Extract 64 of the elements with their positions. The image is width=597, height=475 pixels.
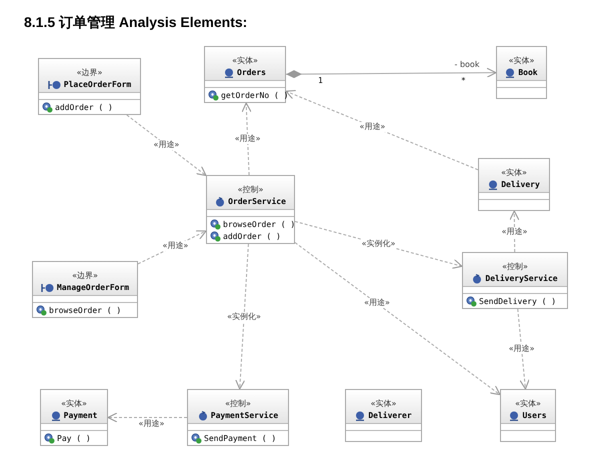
operation-label: Pay ( ) xyxy=(57,434,91,442)
edge-label: «用途» xyxy=(363,298,391,308)
class-box xyxy=(32,261,138,318)
heading: 8.1.5 订单管理 Analysis Elements: xyxy=(24,14,248,32)
dependency-arrow xyxy=(294,242,501,396)
operation-label: addOrder ( ) xyxy=(55,102,113,112)
class-box xyxy=(500,389,556,442)
class-name: PaymentService xyxy=(210,410,278,421)
multiplicity-label: 1 xyxy=(318,76,323,85)
stereotype-label: «边界» xyxy=(72,270,98,281)
stereotype-label: «控制» xyxy=(502,261,528,272)
class-box xyxy=(38,58,141,115)
operation-label: getOrderNo ( ) xyxy=(221,90,288,100)
stereotype-label: «实体» xyxy=(232,55,258,66)
operation-label: browseOrder ( ) xyxy=(49,306,122,314)
class-name: Deliverer xyxy=(368,410,412,421)
composition-arrow xyxy=(286,68,497,78)
class-name: Book xyxy=(518,67,538,78)
stereotype-label: «实体» xyxy=(508,55,534,66)
edge-label: - book xyxy=(454,60,480,70)
edge-label: «用途» xyxy=(500,226,528,236)
class-box xyxy=(204,46,286,103)
stereotype-label: «控制» xyxy=(225,398,251,409)
stereotype-label: «实体» xyxy=(515,398,541,409)
dependency-arrow xyxy=(242,102,252,176)
edge-label: «用途» xyxy=(508,344,536,354)
dependency-arrow xyxy=(107,412,188,423)
operation-label: SendDelivery ( ) xyxy=(479,296,556,306)
class-name: Orders xyxy=(237,67,266,78)
stereotype-label: «实体» xyxy=(61,398,87,409)
stereotype-label: «控制» xyxy=(238,184,264,195)
edge-label: «用途» xyxy=(162,240,190,251)
class-name: Delivery xyxy=(501,179,540,190)
dependency-arrow xyxy=(235,244,249,390)
class-name: DeliveryService xyxy=(485,273,558,284)
stereotype-label: «边界» xyxy=(76,67,102,78)
multiplicity-label: * xyxy=(461,76,466,85)
edge-label: «实例化» xyxy=(226,312,262,322)
class-box xyxy=(345,389,422,442)
edge-label: «用途» xyxy=(234,134,262,144)
edge-label: «用途» xyxy=(152,140,180,150)
class-name: PlaceOrderForm xyxy=(64,79,132,90)
stereotype-label: «实体» xyxy=(370,398,396,409)
class-name: Payment xyxy=(64,410,98,421)
class-box xyxy=(462,252,568,309)
operation-label: SendPayment ( ) xyxy=(204,434,276,442)
class-name: Users xyxy=(522,410,547,421)
class-box xyxy=(187,389,289,446)
class-box xyxy=(40,389,108,446)
dependency-arrow xyxy=(285,90,478,170)
class-name: ManageOrderForm xyxy=(56,282,130,293)
dependency-arrow xyxy=(126,114,207,176)
edge-label: «实例化» xyxy=(360,238,396,249)
dependency-arrow xyxy=(509,210,520,252)
class-box xyxy=(478,158,550,211)
class-box xyxy=(496,46,547,99)
edge-label: «用途» xyxy=(358,122,386,132)
stereotype-label: «实体» xyxy=(501,167,527,178)
class-name: OrderService xyxy=(228,196,286,207)
operation-label: browseOrder ( ) xyxy=(223,220,296,228)
dependency-arrow xyxy=(517,308,530,390)
class-box xyxy=(206,175,295,244)
edge-label: «用途» xyxy=(138,418,166,428)
operation-label: addOrder ( ) xyxy=(223,232,281,240)
